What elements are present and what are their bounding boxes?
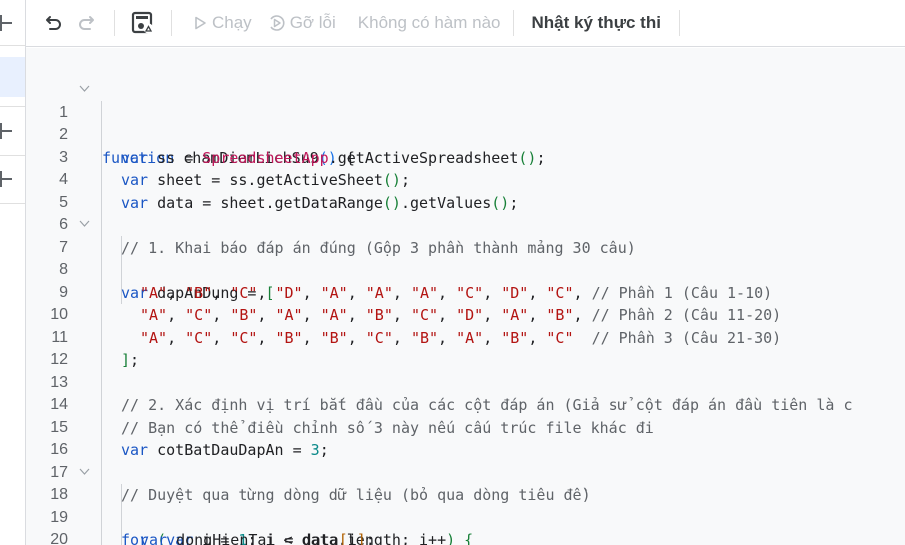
code-comment: // 1. Khai báo đáp án đúng (Gộp 3 phần t…: [121, 238, 636, 257]
line-number: 11: [51, 328, 68, 346]
fold-chevron-icon[interactable]: [79, 218, 90, 228]
line-number: 20: [50, 531, 68, 545]
indent-guide: [121, 484, 122, 545]
code-line: 19 var dongHienTai = data[i];: [26, 484, 905, 545]
line-number: 2: [59, 126, 68, 143]
line-number: 18: [50, 486, 68, 503]
code-text: "A", "C", "C", "B", "B", "C", "B", "A", …: [140, 328, 782, 347]
code-text: for (var i = 1; i < data.length; i++) {: [121, 531, 474, 545]
line-number: 13: [50, 373, 68, 391]
code-text: var sheet = ss.getActiveSheet();: [121, 171, 410, 189]
indent-guide: [121, 236, 122, 304]
code-line: 7 var dapAnDung = [: [26, 214, 905, 302]
code-line: 20 var diemPhan1 = 0;: [26, 507, 905, 545]
line-number: 8: [59, 261, 68, 278]
execution-log-label: Nhật ký thực thi: [531, 13, 661, 32]
add-icon[interactable]: [0, 15, 12, 31]
rail-top-section: [0, 0, 25, 46]
code-comment: // 2. Xác định vị trí bắt đầu của các cộ…: [121, 396, 853, 414]
debug-icon: [270, 15, 285, 31]
code-line: 1 function chamDiemLichSu9() {: [26, 79, 905, 167]
line-number: 10: [50, 306, 68, 323]
line-number: 5: [59, 193, 68, 211]
code-line: 16: [26, 417, 905, 458]
code-line: 9 "A", "C", "B", "A", "A", "B", "C", "D"…: [26, 259, 905, 325]
code-line: 12: [26, 327, 905, 368]
indent-guide: [101, 326, 102, 545]
code-line: 10 "A", "C", "C", "B", "B", "C", "B", "A…: [26, 282, 905, 347]
debug-label: Gỡ lỗi: [289, 13, 336, 32]
save-button[interactable]: [127, 7, 159, 39]
code-line: 14 // Bạn có thể điều chỉnh số 3 này nếu…: [26, 372, 905, 437]
code-line: 18 for (var i = 1; i < data.length; i++)…: [26, 462, 905, 545]
toolbar-divider: [512, 10, 514, 36]
debug-button[interactable]: Gỡ lỗi: [260, 7, 344, 39]
execution-log-button[interactable]: Nhật ký thực thi: [518, 7, 675, 39]
undo-icon: [46, 16, 61, 30]
toolbar-divider: [114, 10, 115, 36]
toolbar-divider: [678, 10, 680, 36]
line-number: 1: [59, 103, 68, 121]
line-number: 19: [50, 508, 68, 526]
editor-toolbar: Chạy Gỡ lỗi Không có hàm nào Nhật ký thự…: [26, 0, 905, 47]
redo-button[interactable]: [70, 7, 102, 39]
code-line: 8 "A", "B", "C", "D", "A", "A", "A", "C"…: [26, 237, 905, 302]
toolbar-divider: [171, 10, 172, 36]
fold-chevron-icon[interactable]: [79, 83, 90, 93]
code-line: 11 ];: [26, 304, 905, 370]
line-number: 14: [50, 396, 68, 413]
code-text: var data = sheet.getDataRange().getValue…: [121, 193, 519, 212]
code-text: "A", "B", "C", "D", "A", "A", "A", "C", …: [140, 283, 773, 302]
left-rail: [0, 0, 26, 545]
save-to-drive-icon: [131, 11, 154, 34]
code-line: 17 // Duyệt qua từng dòng dữ liệu (bỏ qu…: [26, 439, 905, 505]
add-library-icon[interactable]: [0, 123, 12, 139]
code-text: var dongHienTai = data[i];: [140, 531, 375, 545]
line-number: 12: [50, 351, 68, 368]
fold-chevron-icon[interactable]: [79, 466, 90, 476]
line-number: 6: [59, 216, 68, 233]
code-text: var dapAnDung = [: [121, 283, 275, 302]
divider: [0, 203, 25, 204]
divider: [0, 106, 25, 107]
function-select[interactable]: Không có hàm nào: [344, 7, 509, 39]
line-number: 17: [50, 463, 68, 481]
line-number: 4: [59, 171, 68, 188]
line-number: 9: [59, 283, 68, 301]
code-line: 2 var ss = SpreadsheetApp.getActiveSprea…: [26, 102, 905, 167]
code-line: 3 var sheet = ss.getActiveSheet();: [26, 124, 905, 190]
run-button[interactable]: Chạy: [184, 7, 260, 39]
code-line: 4 var data = sheet.getDataRange().getVal…: [26, 147, 905, 212]
line-number: 3: [59, 148, 68, 166]
divider: [0, 155, 25, 156]
line-number: 7: [59, 238, 68, 256]
code-line: 15 var cotBatDauDapAn = 3;: [26, 394, 905, 460]
code-text: function chamDiemLichSu9() {: [102, 148, 355, 167]
code-text: ];: [121, 351, 140, 369]
line-number: 15: [50, 418, 68, 436]
code-lines: 1 function chamDiemLichSu9() { 2 var ss …: [26, 79, 905, 545]
run-label: Chạy: [212, 13, 252, 32]
line-number: 16: [50, 441, 68, 458]
undo-button[interactable]: [38, 7, 70, 39]
code-line: 6 // 1. Khai báo đáp án đúng (Gộp 3 phần…: [26, 192, 905, 257]
redo-icon: [79, 16, 94, 30]
indent-guide: [101, 101, 102, 326]
code-comment: // Duyệt qua từng dòng dữ liệu (bỏ qua d…: [121, 486, 591, 504]
code-text: "A", "C", "B", "A", "A", "B", "C", "D", …: [140, 306, 782, 324]
code-text: var cotBatDauDapAn = 3;: [121, 441, 329, 459]
code-text: var ss = SpreadsheetApp.getActiveSpreads…: [121, 148, 546, 167]
add-service-icon[interactable]: [0, 171, 12, 187]
code-line: 5: [26, 169, 905, 211]
function-select-label: Không có hàm nào: [357, 13, 501, 32]
code-line: 13 // 2. Xác định vị trí bắt đầu của các…: [26, 349, 905, 415]
play-icon: [195, 16, 206, 30]
code-line: 21 var diemPhan2 = 0;: [26, 529, 905, 545]
rail-selected-file[interactable]: [0, 57, 25, 97]
code-comment: // Bạn có thể điều chỉnh số 3 này nếu cấ…: [121, 418, 654, 437]
code-editor[interactable]: 1 function chamDiemLichSu9() { 2 var ss …: [26, 48, 905, 545]
